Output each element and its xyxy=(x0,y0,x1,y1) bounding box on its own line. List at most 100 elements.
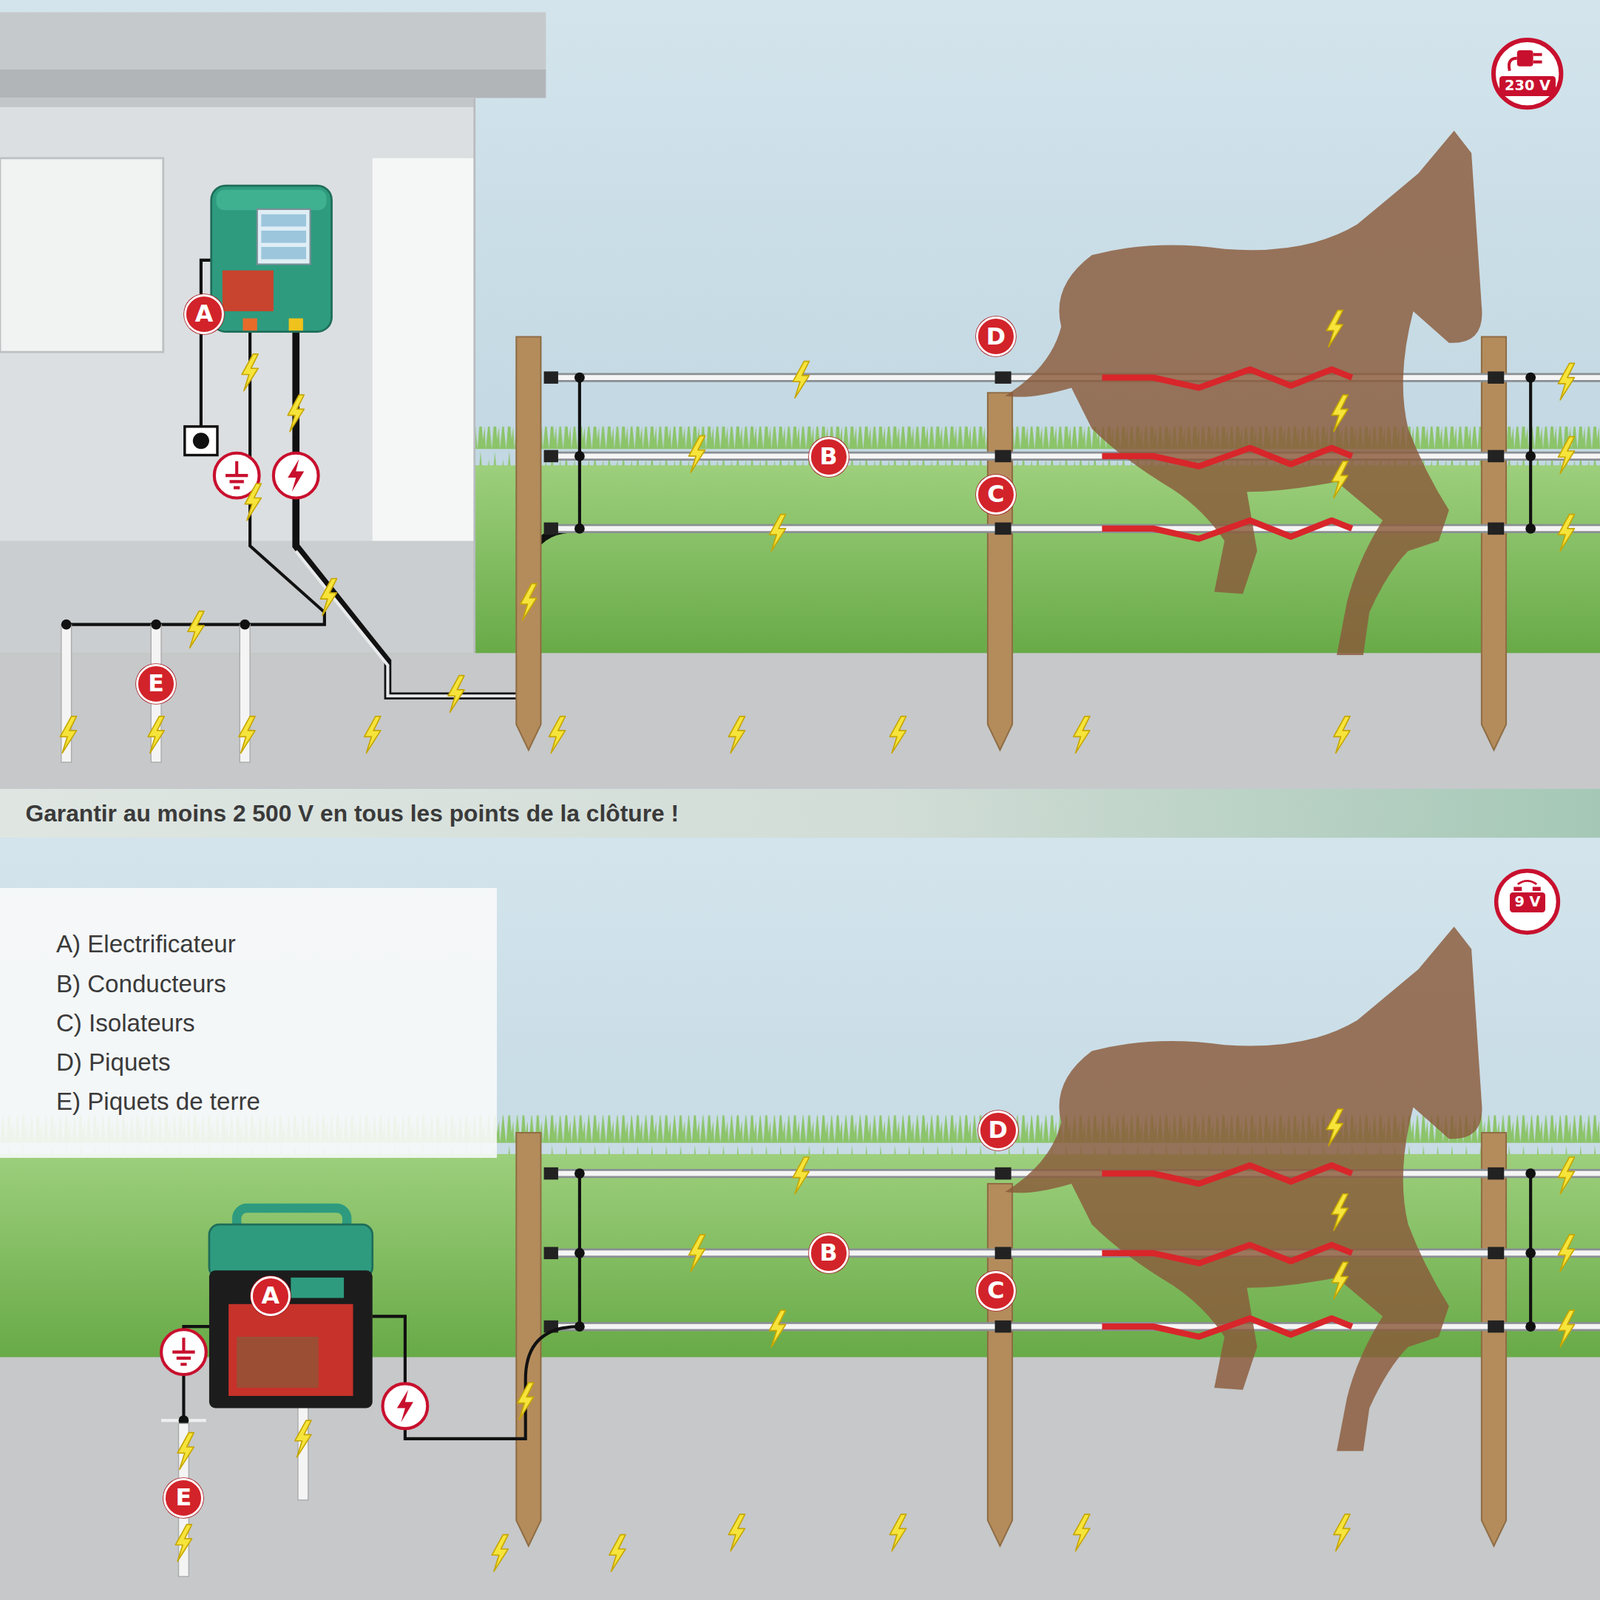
voltage-bolts-top-part xyxy=(792,361,809,399)
voltage-bolts-bottom-part xyxy=(689,1234,706,1272)
insulators-part xyxy=(1487,371,1504,384)
energiser-battery-part xyxy=(290,1277,344,1299)
fence-top-part xyxy=(1525,451,1536,462)
callout-circle-shape-part xyxy=(809,1234,848,1272)
callout-circle-shape-part xyxy=(809,438,848,477)
callout-circle: C xyxy=(974,1269,1018,1313)
voltage-bolts-top-part xyxy=(548,716,565,754)
voltage-badge-shape-part xyxy=(1517,881,1538,886)
voltage-bolts-bottom-part xyxy=(1331,1262,1348,1300)
building-part xyxy=(473,97,476,653)
voltage-bolts-top xyxy=(59,310,1575,754)
shock-zigzag xyxy=(1102,1165,1353,1337)
voltage-bolts-top-part xyxy=(287,394,304,432)
insulators-part xyxy=(544,450,559,463)
bottom-background xyxy=(0,837,1600,1600)
voltage-label: 9 V xyxy=(1509,892,1547,912)
legend-item: D) Piquets xyxy=(56,1042,497,1082)
voltage-badge-shape-part xyxy=(1532,887,1541,891)
callout-letter: D xyxy=(986,325,1006,349)
legend-item: A) Electrificateur xyxy=(56,924,497,964)
insulators-part xyxy=(995,522,1012,536)
building-part xyxy=(0,158,164,352)
callout-circle: D xyxy=(974,314,1018,358)
insulators-part xyxy=(995,1167,1012,1181)
voltage-bolts-top-part xyxy=(320,578,337,616)
voltage-bolts-bottom-part xyxy=(1557,1234,1575,1272)
earth-wiring-part xyxy=(61,619,72,630)
fence-lead-cable-part xyxy=(295,550,526,696)
fence-top xyxy=(516,130,1600,751)
callout-letter: C xyxy=(987,482,1005,507)
legend-item: B) Conducteurs xyxy=(56,964,497,1004)
callout-circle-shape-part xyxy=(251,1276,290,1315)
callout-letter: B xyxy=(819,445,838,469)
callout-letter: E xyxy=(175,1486,193,1510)
conductor-wires-part xyxy=(545,451,1600,461)
symbol-badges xyxy=(161,1329,428,1429)
voltage-badge-shape-part xyxy=(1514,887,1523,891)
voltage-bolts-top-part xyxy=(769,514,786,552)
callout-circle-shape-part xyxy=(808,436,850,478)
voltage-badge-shape-part xyxy=(1509,57,1518,71)
voltage-bolts-bottom-part xyxy=(1326,1109,1343,1147)
voltage-bolts-bottom-part xyxy=(491,1534,508,1572)
earth-wiring-part xyxy=(150,619,162,630)
callout-circle-shape-part xyxy=(975,474,1017,517)
voltage-bolts-bottom-part xyxy=(1557,1310,1575,1348)
fence-top-part xyxy=(574,523,585,534)
legend-item: E) Piquets de terre xyxy=(56,1081,497,1121)
callout-circle-shape-part xyxy=(183,293,225,335)
callout-circle: C xyxy=(974,473,1018,517)
fence-bottom-part xyxy=(1525,1321,1536,1332)
callout-circle-shape-part xyxy=(976,476,1015,514)
voltage-bolts-bottom xyxy=(175,1109,1575,1572)
callout-circle-shape-part xyxy=(163,1477,205,1519)
warning-text: Garantir au moins 2 500 V en tous les po… xyxy=(25,799,680,828)
callout-circle-shape-part xyxy=(976,1271,1015,1310)
voltage-bolts-top-part xyxy=(689,435,706,473)
voltage-bolts-top-part xyxy=(1557,514,1575,552)
voltage-bolts-top-part xyxy=(147,716,165,754)
energiser-battery-part xyxy=(209,1224,373,1278)
mains-socket-part xyxy=(192,432,210,449)
voltage-bolts-bottom-part xyxy=(728,1514,745,1552)
insulators-part xyxy=(544,522,559,536)
voltage-bolts-top-part xyxy=(1557,436,1575,474)
horse-silhouette-part xyxy=(1004,130,1482,656)
conductor-wires-part xyxy=(545,453,1600,459)
voltage-bolts-bottom-part xyxy=(1073,1514,1090,1552)
voltage-bolts-bottom-part xyxy=(175,1524,192,1562)
symbol-badges-part xyxy=(397,1390,414,1423)
energiser-mains-part xyxy=(257,209,311,265)
building-part xyxy=(0,12,546,70)
voltage-badge-shape-part xyxy=(1533,54,1543,63)
earth-wiring-part xyxy=(239,619,250,630)
insulators xyxy=(544,371,1505,535)
callout-letter: E xyxy=(147,672,165,696)
callout-letter: D xyxy=(988,1118,1008,1143)
voltage-badge: 9 V xyxy=(1493,868,1561,936)
symbol-badges-part xyxy=(172,1337,195,1365)
insulators-part xyxy=(544,1167,559,1181)
earth-wiring-part xyxy=(66,331,325,625)
energiser-mains-part xyxy=(242,318,257,332)
voltage-bolts-bottom-part xyxy=(609,1534,626,1572)
energiser-battery xyxy=(209,1208,373,1409)
fence-bottom-part xyxy=(574,1168,585,1179)
symbol-badges-part xyxy=(225,461,248,488)
symbol-badges xyxy=(214,453,319,499)
insulators-part xyxy=(995,450,1012,463)
shock-zigzag-part xyxy=(1102,369,1353,389)
energiser-battery-part xyxy=(209,1270,373,1408)
voltage-badge-shape xyxy=(1490,36,1564,111)
callout-letter: A xyxy=(195,302,214,327)
voltage-bolts-bottom-part xyxy=(295,1420,312,1458)
fence-top-part xyxy=(1525,523,1536,534)
voltage-bolts-bottom-part xyxy=(769,1310,786,1348)
fence-top-part xyxy=(574,451,585,462)
voltage-bolts-top-part xyxy=(1073,716,1090,754)
voltage-bolts-bottom-part xyxy=(1557,1157,1575,1195)
callout-circle-shape-part xyxy=(975,1270,1017,1312)
energiser-battery-part xyxy=(236,1336,318,1388)
